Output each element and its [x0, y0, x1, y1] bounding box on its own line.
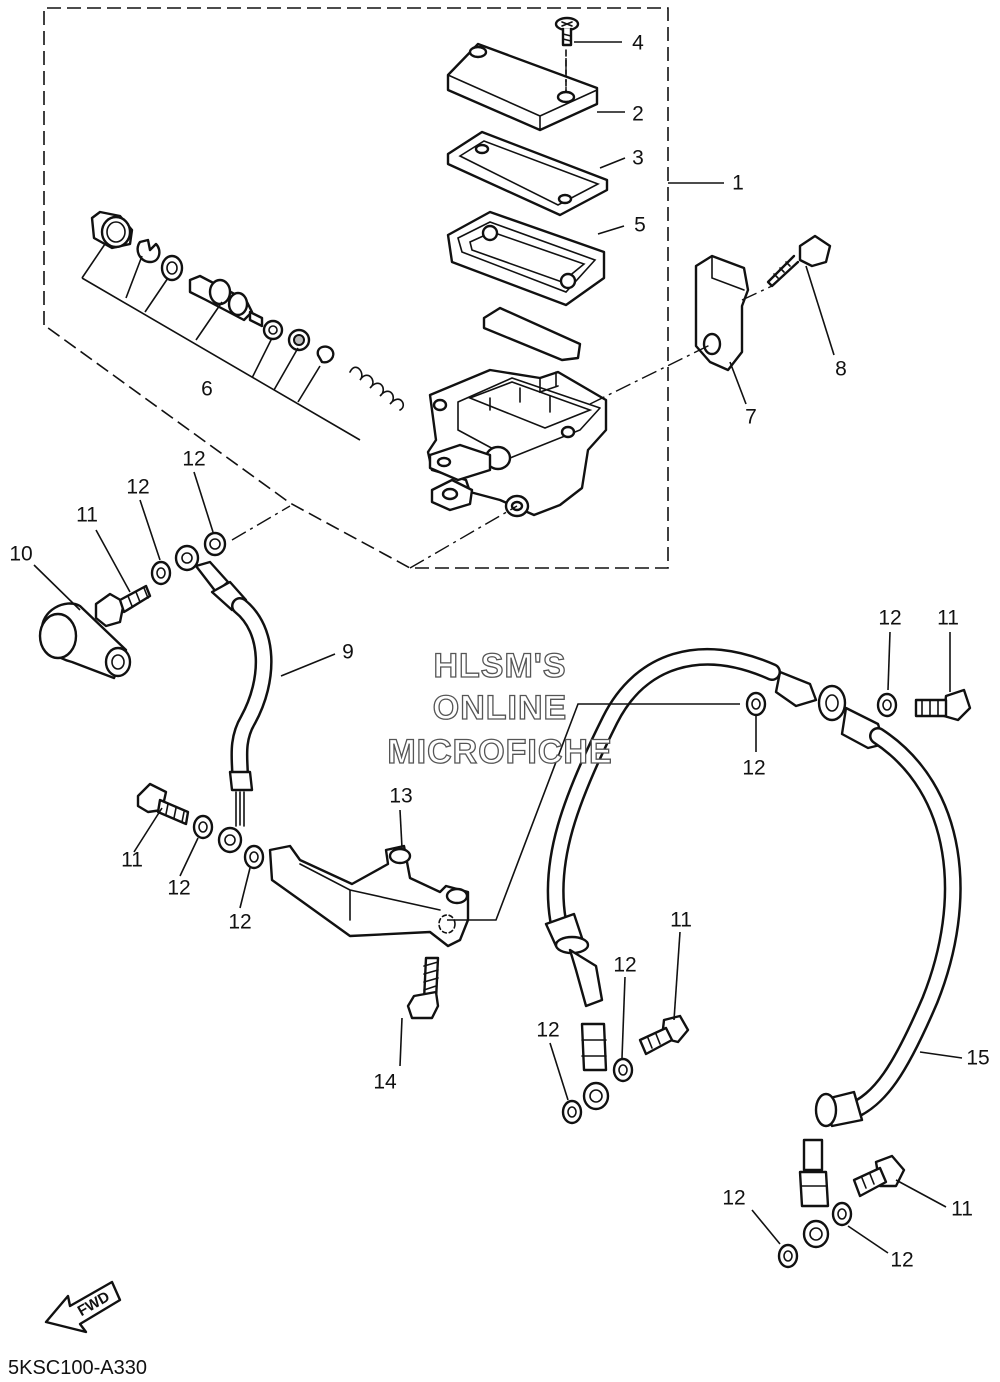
callout-12: 12 — [126, 476, 149, 499]
assembly-line — [231, 505, 291, 541]
copper-washer[interactable] — [831, 1201, 853, 1227]
copper-washer[interactable] — [777, 1243, 799, 1269]
protector-plate — [482, 306, 582, 362]
copper-washer[interactable] — [203, 531, 227, 557]
callout-3: 3 — [632, 147, 644, 170]
screw[interactable] — [554, 16, 580, 47]
callout-10: 10 — [9, 543, 32, 566]
assembly-boundary — [43, 7, 669, 569]
callout-11: 11 — [121, 849, 143, 872]
callout-15: 15 — [966, 1047, 989, 1070]
assembly-line — [409, 505, 518, 569]
assembly-line — [589, 343, 713, 405]
mounting-bolt[interactable] — [406, 956, 440, 1020]
piston-kit[interactable] — [90, 210, 405, 411]
union-bolt[interactable] — [136, 782, 190, 826]
callout-11: 11 — [670, 909, 692, 932]
copper-washer[interactable] — [612, 1057, 634, 1083]
callout-1: 1 — [732, 172, 744, 195]
callout-8: 8 — [835, 358, 847, 381]
callout-12: 12 — [613, 954, 636, 977]
copper-washer[interactable] — [876, 692, 898, 718]
assembly-line — [741, 285, 773, 301]
callout-11: 11 — [76, 504, 98, 527]
diagram-code: 5KSC100-A330 — [8, 1357, 147, 1379]
watermark-line-1: HLSM'S — [433, 647, 566, 685]
callout-12: 12 — [890, 1249, 913, 1272]
callout-14: 14 — [373, 1071, 397, 1094]
callout-4: 4 — [632, 32, 644, 55]
callout-13: 13 — [389, 785, 412, 808]
callout-5: 5 — [634, 214, 646, 237]
copper-washer[interactable] — [561, 1099, 583, 1125]
watermark-line-2: ONLINE — [433, 689, 567, 727]
callout-12: 12 — [536, 1019, 559, 1042]
callout-12: 12 — [228, 911, 251, 934]
callout-11: 11 — [937, 607, 959, 630]
watermark-line-3: MICROFICHE — [387, 733, 612, 771]
callout-2: 2 — [632, 103, 644, 126]
diaphragm[interactable] — [446, 210, 606, 307]
master-cylinder-body[interactable] — [426, 368, 608, 518]
callout-12: 12 — [182, 448, 205, 471]
clamp-bolt[interactable] — [766, 234, 832, 288]
copper-washer[interactable] — [192, 814, 214, 840]
union-bolt[interactable] — [94, 584, 152, 628]
union-bolt[interactable] — [638, 1014, 690, 1056]
reservoir-cap[interactable] — [446, 42, 599, 132]
brake-hose-lower[interactable] — [544, 647, 962, 1249]
copper-washer[interactable] — [150, 560, 172, 586]
union-bolt[interactable] — [914, 688, 972, 722]
callout-12: 12 — [167, 877, 190, 900]
union-bolt[interactable] — [852, 1154, 906, 1198]
callout-7: 7 — [745, 406, 757, 429]
copper-washer[interactable] — [745, 691, 767, 717]
callout-12: 12 — [742, 757, 765, 780]
callout-12: 12 — [878, 607, 901, 630]
callout-12: 12 — [722, 1187, 745, 1210]
leader-lines — [33, 41, 963, 1254]
brake-hose-upper[interactable] — [174, 544, 273, 854]
leader-lines-6 — [81, 243, 361, 441]
banjo-cover[interactable] — [38, 602, 132, 680]
callout-9: 9 — [342, 641, 354, 664]
callout-11: 11 — [951, 1198, 973, 1221]
copper-washer[interactable] — [243, 844, 265, 870]
callout-6: 6 — [201, 378, 213, 401]
diaphragm-plate[interactable] — [446, 130, 609, 217]
fwd-arrow-icon: FWD — [44, 1280, 122, 1334]
brake-hose-joint[interactable] — [268, 844, 470, 948]
clamp-bracket[interactable] — [694, 254, 750, 372]
